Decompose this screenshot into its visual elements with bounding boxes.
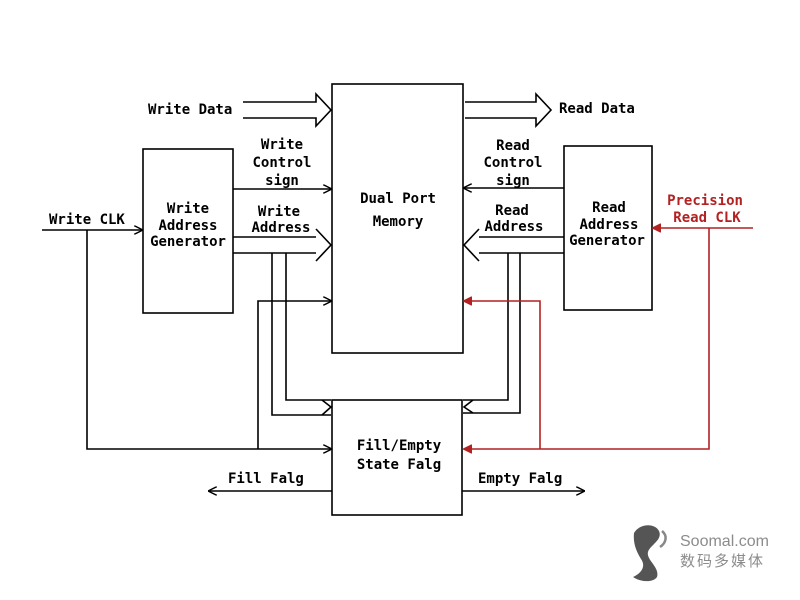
memory-label-2: Memory — [373, 214, 424, 230]
precision-clk-to-status — [464, 228, 710, 449]
write-addr-to-status-arrowhead — [321, 399, 333, 416]
fill-empty-label-1: Fill/Empty — [357, 438, 442, 454]
write-clk-label: Write CLK — [49, 212, 125, 228]
read-control-label-2: Control — [483, 155, 542, 171]
write-address-arrowhead — [315, 228, 333, 262]
watermark-site: Soomal.com — [680, 533, 769, 550]
dual-port-memory-block — [331, 83, 464, 354]
fill-empty-state-block — [331, 399, 463, 516]
precision-clk-label-1: Precision — [667, 193, 743, 209]
read-gen-label-1: Read — [592, 200, 626, 216]
write-gen-label-3: Generator — [150, 234, 226, 250]
fill-empty-label-2: State Falg — [357, 457, 441, 473]
write-address-label-2: Address — [251, 220, 310, 236]
write-addr-to-status-a — [285, 253, 331, 401]
read-data-bus-arrow — [465, 91, 553, 129]
read-data-label: Read Data — [559, 101, 635, 117]
write-address-label-1: Write — [258, 204, 300, 220]
read-control-label-3: sign — [496, 173, 530, 189]
fill-flag-label: Fill Falg — [228, 471, 304, 487]
read-gen-label-2: Address — [579, 217, 638, 233]
read-addr-to-status-b — [463, 253, 521, 414]
precision-clk-label-2: Read CLK — [673, 210, 741, 226]
write-data-bus-arrow — [243, 91, 333, 129]
write-control-label-1: Write — [261, 137, 303, 153]
read-gen-label-3: Generator — [569, 233, 645, 249]
memory-label-1: Dual Port — [360, 191, 436, 207]
read-addr-to-status-arrowhead — [462, 399, 474, 414]
write-clk-to-memory — [257, 301, 331, 449]
write-data-label: Write Data — [148, 102, 232, 118]
read-addr-to-status-a — [463, 253, 509, 401]
watermark-tagline: 数码多媒体 — [680, 552, 765, 570]
empty-flag-label: Empty Falg — [478, 471, 562, 487]
read-address-label-1: Read — [495, 203, 529, 219]
write-address-generator-block — [142, 148, 234, 314]
soomal-logo-icon — [633, 525, 667, 582]
read-address-label-2: Address — [484, 219, 543, 235]
write-gen-label-1: Write — [167, 201, 209, 217]
write-addr-to-status-b — [271, 253, 331, 416]
read-control-label-1: Read — [496, 138, 530, 154]
precision-clk-to-memory — [464, 301, 541, 449]
write-gen-label-2: Address — [158, 218, 217, 234]
read-address-generator-block — [563, 145, 653, 311]
write-control-label-2: Control — [252, 155, 311, 171]
write-control-label-3: sign — [265, 173, 299, 189]
read-address-arrowhead — [462, 228, 480, 262]
write-clk-to-status — [86, 230, 331, 449]
